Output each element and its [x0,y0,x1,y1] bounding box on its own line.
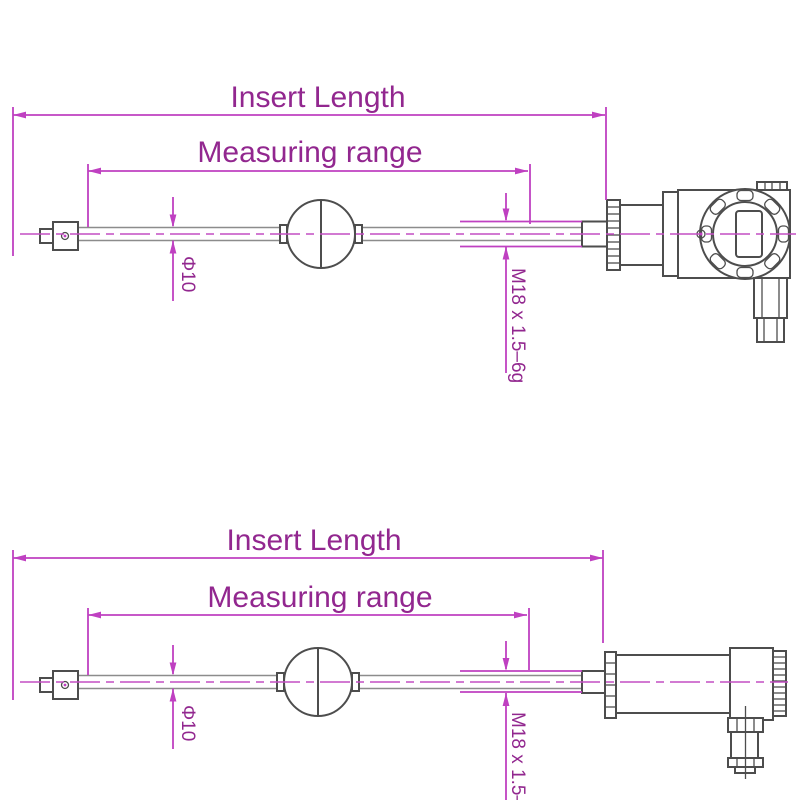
end-cap-housing [729,647,774,721]
insert-length-label: Insert Length [230,81,405,114]
dimension-thread: M18 x 1.5–6g [460,193,582,383]
cable-gland [753,277,788,343]
threaded-ring-left [604,651,617,719]
transmitter-head [581,647,787,779]
thread-label: M18 x 1.5–6g [507,268,528,383]
ribbed-ring-right [772,650,787,717]
transmitter-head [581,181,791,343]
dimension-insert-length: Insert Length [12,524,604,700]
dimension-rod-diameter: Φ10 [169,645,198,749]
dimension-rod-diameter: Φ10 [169,197,198,301]
dimension-thread: M18 x 1.5– [460,641,582,800]
thread-label: M18 x 1.5– [507,712,528,800]
dimension-measuring-range: Measuring range [87,581,530,675]
measuring-range-label: Measuring range [207,581,432,614]
end-cap [39,221,79,251]
cable-gland [727,706,764,779]
threaded-collar [606,199,621,271]
end-cap [39,670,79,700]
neck-adapter [619,204,664,266]
rod-diameter-label: Φ10 [177,256,198,292]
diagram-top: Insert Length Measuring range Φ10 [12,81,796,383]
top-terminal [756,181,788,191]
dimension-measuring-range: Measuring range [87,136,531,227]
insert-length-label: Insert Length [226,524,401,557]
rod-diameter-label: Φ10 [177,705,198,741]
head-body [615,654,731,714]
diagram-bottom: Insert Length Measuring range Φ10 [12,524,788,800]
dimension-insert-length: Insert Length [12,81,607,256]
measuring-range-label: Measuring range [197,136,422,169]
